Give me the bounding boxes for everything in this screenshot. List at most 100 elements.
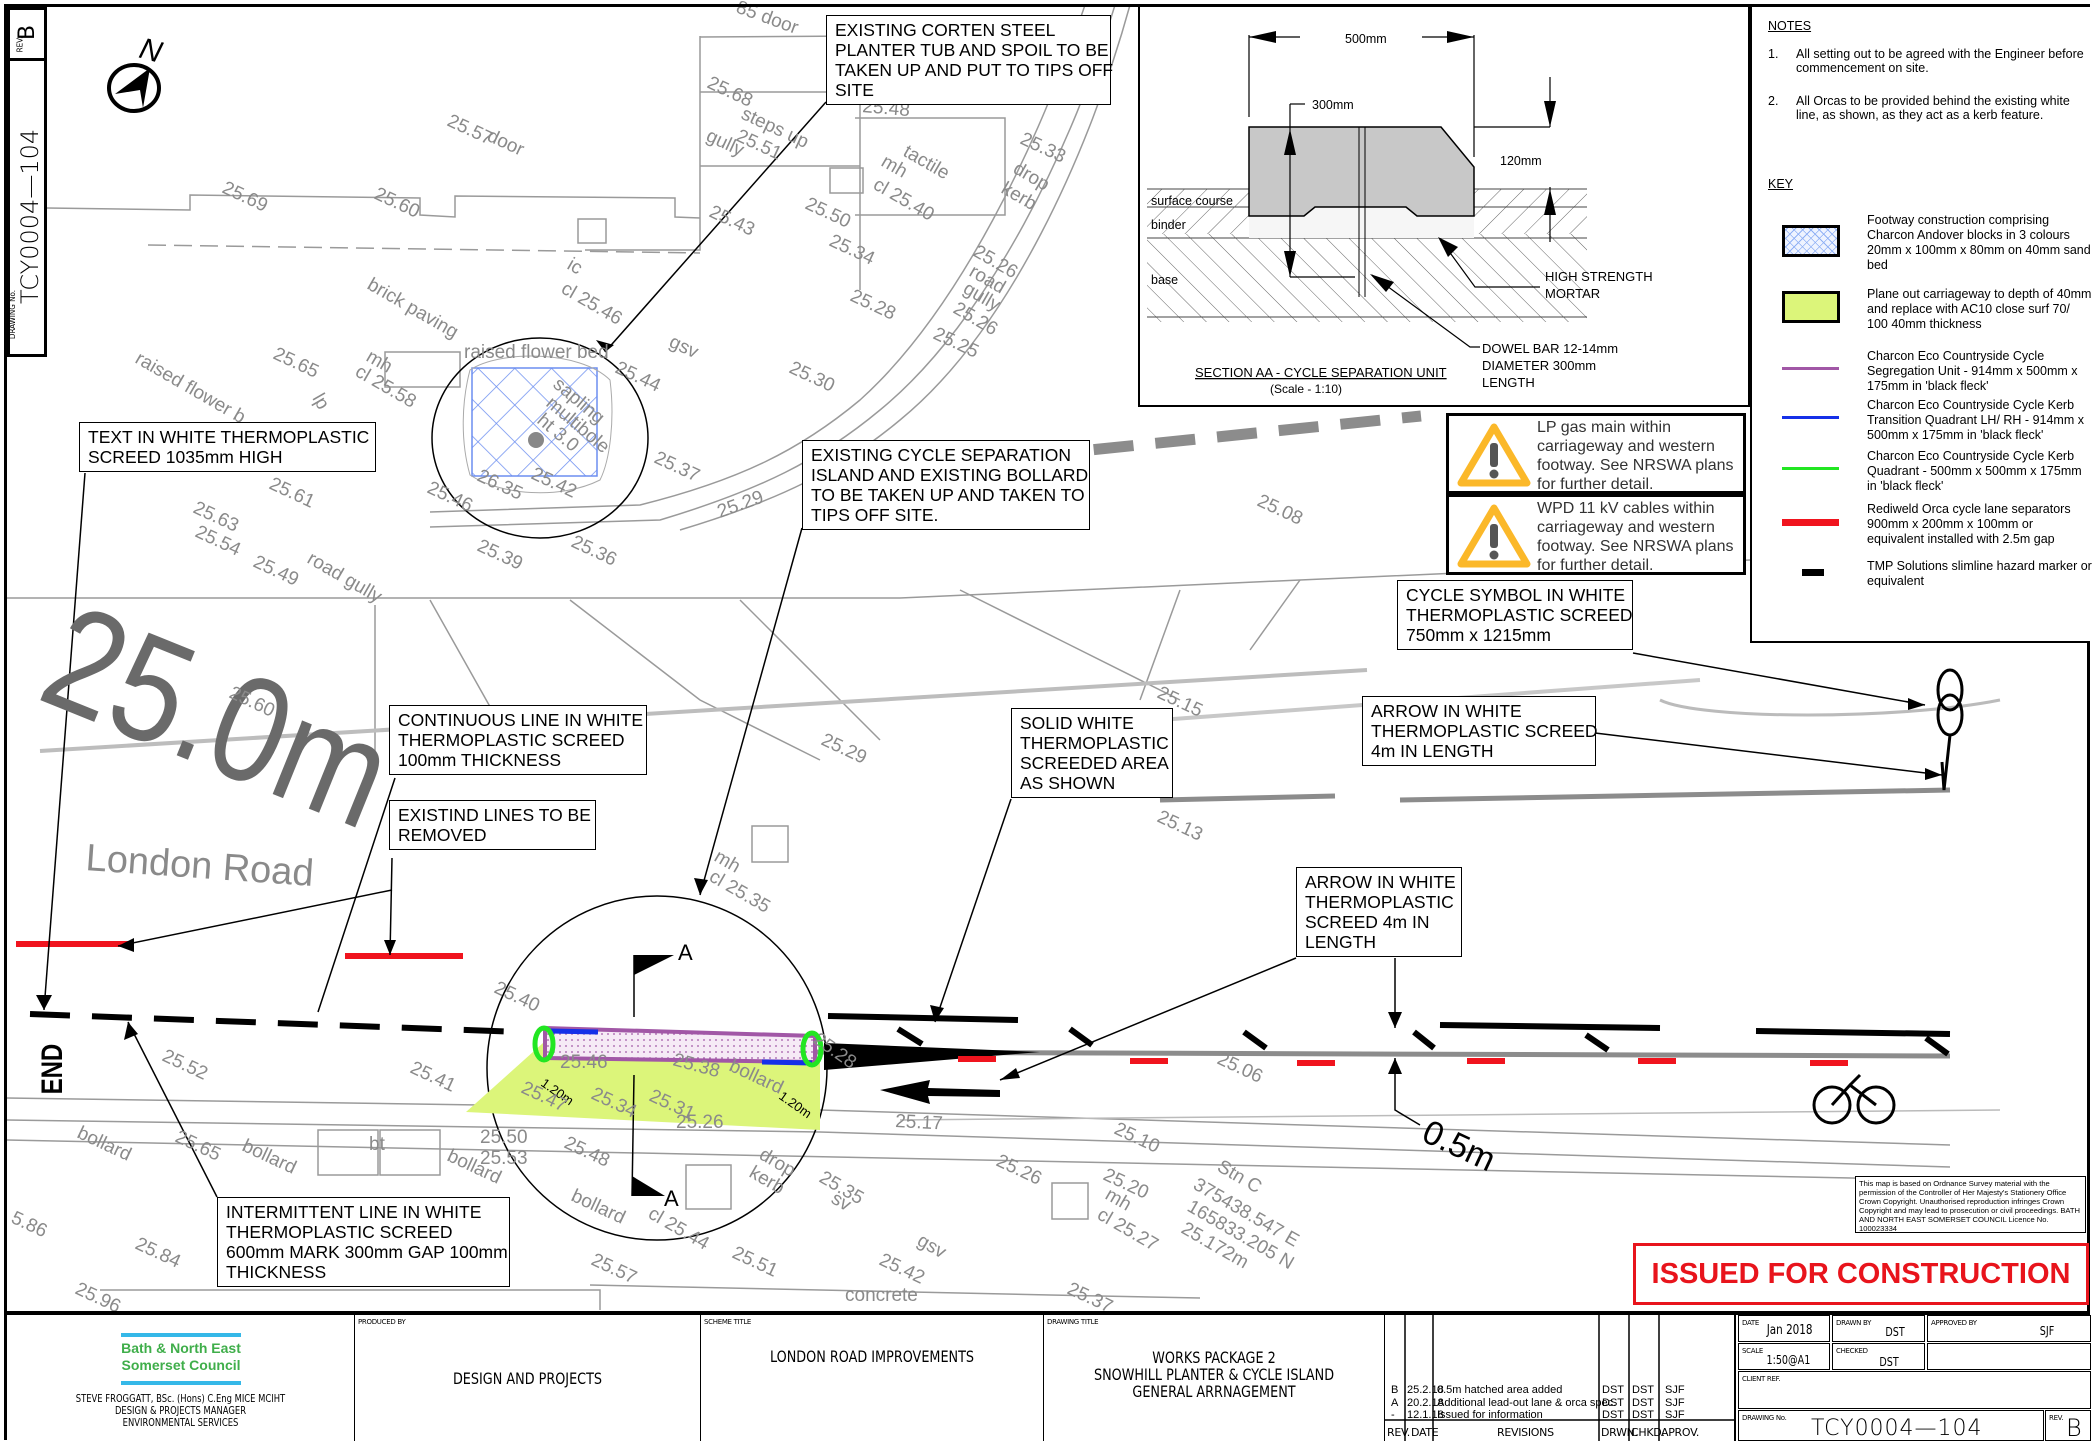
revision-grid xyxy=(1385,1315,1736,1441)
note-number: 1. xyxy=(1768,47,1779,61)
key-heading: KEY xyxy=(1768,177,1794,191)
svg-text:concrete: concrete xyxy=(845,1285,918,1306)
key-text: Plane out carriageway to depth of 40mm a… xyxy=(1867,287,2092,331)
warning-text: LP gas main within carriageway and weste… xyxy=(1537,419,1734,493)
section-aa-panel: 500mm 300mm 120mm surface course binder … xyxy=(1138,7,1750,407)
swatch-red-line xyxy=(1782,519,1839,526)
dim-500: 500mm xyxy=(1345,32,1387,46)
blank-cell xyxy=(1927,1343,2091,1370)
leader-arrowheads xyxy=(36,340,1942,1080)
key-text: Rediweld Orca cycle lane separators 900m… xyxy=(1867,502,2071,546)
section-label-bottom: A xyxy=(664,1186,679,1211)
section-drawing: 500mm 300mm 120mm surface course binder … xyxy=(1147,31,1653,396)
kerb-quadrant-left xyxy=(532,1025,556,1063)
key-text: Charcon Eco Countryside Cycle Segregatio… xyxy=(1867,349,2078,393)
rev-box: REV. B xyxy=(10,10,44,61)
key-text: Charcon Eco Countryside Cycle Kerb Trans… xyxy=(1867,398,2084,442)
svg-text:25.17: 25.17 xyxy=(895,1111,944,1134)
notes-panel: NOTES 1. All setting out to be agreed wi… xyxy=(1750,7,2092,643)
warning-icon xyxy=(1457,504,1531,568)
drawing-title-label: DRAWING TITLE xyxy=(1047,1318,1099,1326)
svg-text:25.46: 25.46 xyxy=(560,1052,608,1073)
end-label: END xyxy=(34,1044,68,1095)
signatory: STEVE FROGGATT, BSc. (Hons) C.Eng MICE M… xyxy=(75,1393,286,1429)
swatch-footway-hatch xyxy=(1782,225,1840,257)
svg-text:bt: bt xyxy=(369,1134,386,1155)
produced-by-block: PRODUCED BY DESIGN AND PROJECTS xyxy=(355,1315,701,1441)
svg-text:25.26: 25.26 xyxy=(676,1112,724,1133)
kerb-quadrant-right xyxy=(800,1030,824,1068)
sapling-marker xyxy=(528,432,544,448)
callout-leaders xyxy=(43,101,1943,1198)
new-road-markings xyxy=(16,668,1964,1125)
warning-icon xyxy=(1457,423,1531,487)
resurfacing-area xyxy=(466,1043,820,1130)
solid-white-screed-area xyxy=(824,1043,1040,1070)
section-label-top: A xyxy=(678,940,693,965)
dowel-label: DOWEL BAR 12-14mm xyxy=(1482,341,1618,356)
produced-by: DESIGN AND PROJECTS xyxy=(452,1369,603,1388)
section-scale: (Scale - 1:10) xyxy=(1270,382,1342,396)
warning-text: WPD 11 kV cables within carriageway and … xyxy=(1537,500,1734,574)
rev-value: B xyxy=(15,24,41,41)
dim-300: 300mm xyxy=(1312,98,1354,112)
cycle-symbol-marking xyxy=(1812,668,1964,1125)
mortar-label-2: MORTAR xyxy=(1545,286,1600,301)
scheme-title: LONDON ROAD IMPROVEMENTS xyxy=(769,1347,975,1366)
layer-surface: surface course xyxy=(1151,194,1233,208)
drawing-no-vertical: TCY0004—104 xyxy=(16,128,44,304)
issued-for-construction-stamp: ISSUED FOR CONSTRUCTION xyxy=(1633,1243,2089,1305)
note-text: All Orcas to be provided behind the exis… xyxy=(1796,94,2070,122)
section-marker xyxy=(631,955,674,1197)
footway-hatch-area xyxy=(471,367,598,477)
swatch-black-marker xyxy=(1802,569,1824,576)
notes-heading: NOTES xyxy=(1768,19,1812,33)
client-ref-cell: CLIENT REF. xyxy=(1738,1371,2091,1409)
transition-quadrant-left xyxy=(549,1028,599,1035)
revision-cell: REV.B xyxy=(2045,1410,2091,1442)
warning-wpd-cables: WPD 11 kV cables within carriageway and … xyxy=(1446,494,1746,575)
warning-gas-main: LP gas main within carriageway and weste… xyxy=(1446,413,1746,494)
planter-detail-circle xyxy=(431,337,649,539)
scheme-title-block: SCHEME TITLE LONDON ROAD IMPROVEMENTS xyxy=(701,1315,1044,1441)
svg-text:raised flower bed: raised flower bed xyxy=(464,342,609,363)
mortar-label: HIGH STRENGTH xyxy=(1545,269,1653,284)
drawing-number-strip: REV. B DRAWING No. TCY0004—104 xyxy=(7,7,47,357)
scheme-title-label: SCHEME TITLE xyxy=(704,1318,752,1326)
property-lines xyxy=(6,4,2001,1310)
swatch-purple-line xyxy=(1782,367,1839,370)
key-text: TMP Solutions slimline hazard marker or … xyxy=(1867,559,2092,588)
dim-120: 120mm xyxy=(1500,154,1542,168)
note-number: 2. xyxy=(1768,94,1779,108)
orca-separators xyxy=(16,941,1848,1066)
produced-by-label: PRODUCED BY xyxy=(358,1318,406,1326)
drawing-number-cell: DRAWING No.TCY0004—104 xyxy=(1738,1410,2044,1441)
dowel-label-2: DIAMETER 300mm xyxy=(1482,358,1596,373)
swatch-blue-line xyxy=(1782,416,1839,419)
key-text: Charcon Eco Countryside Cycle Kerb Quadr… xyxy=(1867,449,2082,493)
layer-base: base xyxy=(1151,273,1178,287)
dowel-label-3: LENGTH xyxy=(1482,375,1535,390)
section-title: SECTION AA - CYCLE SEPARATION UNIT xyxy=(1195,365,1447,380)
lane-arrow-marking xyxy=(880,1080,1000,1104)
